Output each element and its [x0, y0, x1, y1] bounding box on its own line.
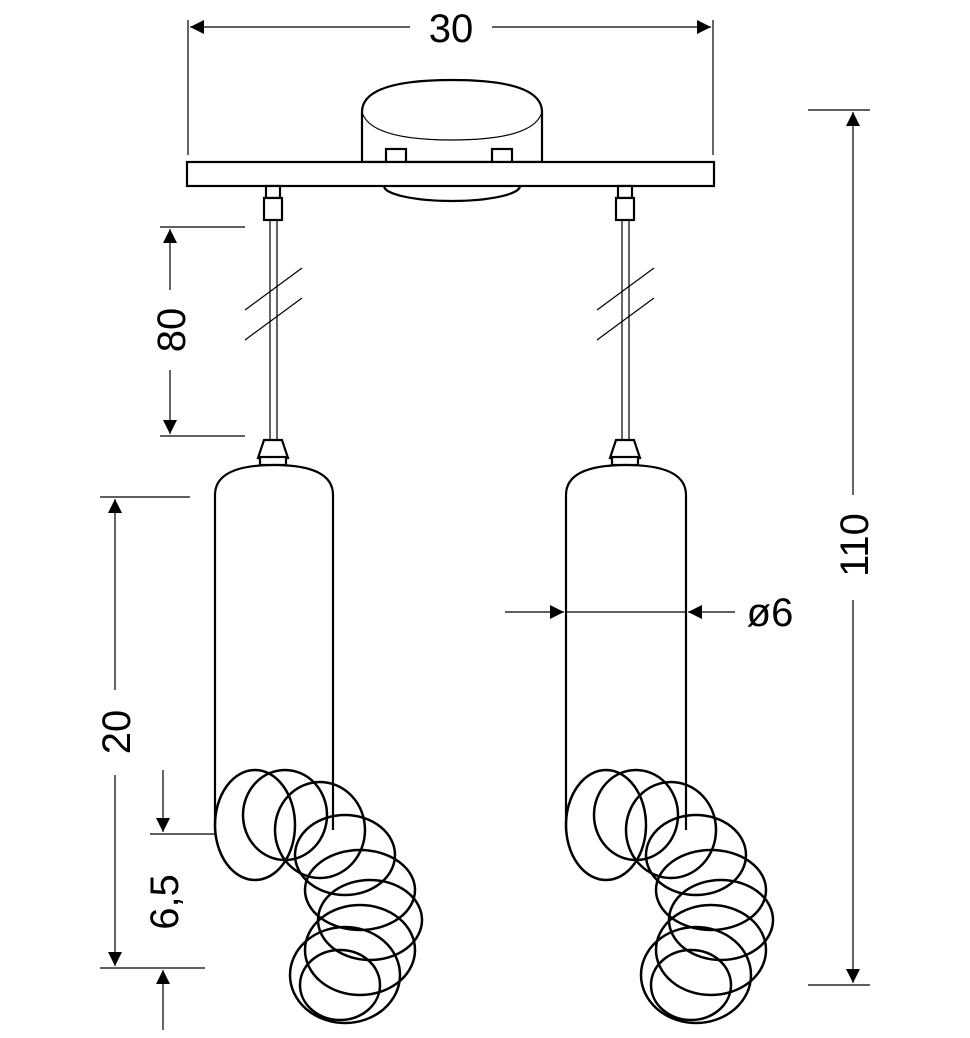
total-height-dimension: 110 — [808, 109, 877, 986]
shade-height-dimension: 20 — [95, 496, 205, 969]
spiral-height-dimension: 6,5 — [143, 770, 215, 1030]
shade-height-label: 20 — [95, 710, 139, 755]
width-label: 30 — [429, 7, 474, 51]
diameter-dimension: ø6 — [505, 591, 793, 635]
width-dimension: 30 — [187, 7, 714, 155]
spiral-coil-right — [564, 768, 775, 1025]
spiral-coil-left — [213, 768, 424, 1025]
cable-length-label: 80 — [150, 308, 194, 353]
cable-length-dimension: 80 — [150, 226, 245, 437]
pendant-right — [564, 184, 775, 1025]
total-height-label: 110 — [833, 513, 877, 577]
ceiling-canopy — [185, 78, 716, 203]
diameter-label: ø6 — [747, 591, 794, 635]
spiral-height-label: 6,5 — [143, 874, 187, 930]
pendant-left — [213, 184, 424, 1025]
